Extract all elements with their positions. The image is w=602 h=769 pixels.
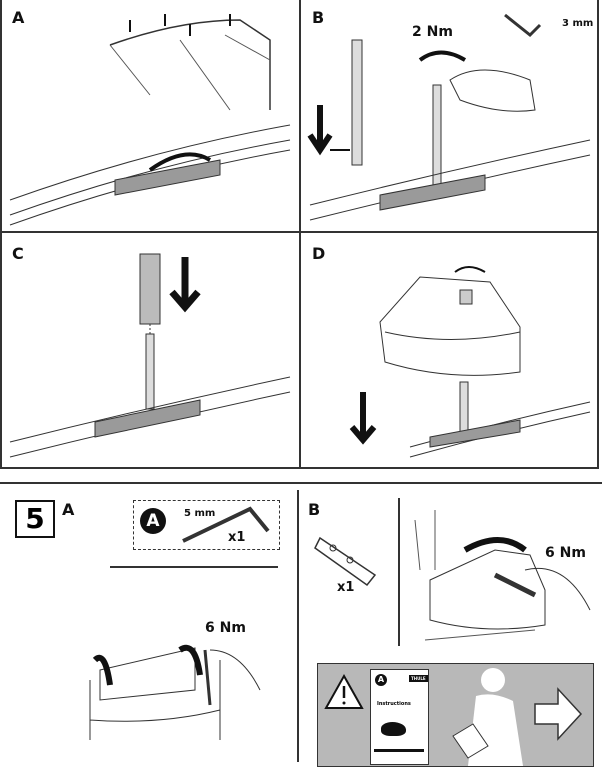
tool-box	[133, 500, 280, 550]
panel-c-illustration	[9, 253, 291, 458]
person-reading-icon	[452, 668, 523, 766]
step-number: 5	[15, 500, 55, 538]
tool-badge: A	[140, 508, 166, 534]
frame-left	[0, 0, 2, 468]
next-arrow-icon	[534, 687, 583, 741]
booklet-footer-bar	[374, 749, 424, 752]
booklet-image	[381, 722, 406, 736]
rotate-icon	[454, 266, 486, 273]
panel-a-label: A	[12, 8, 25, 27]
step5-a-illustration	[89, 644, 261, 740]
read-instructions-notice: A THULE Instructions	[317, 663, 594, 767]
frame-divider-v	[299, 0, 301, 468]
wrench-tool-icon	[314, 536, 377, 587]
step5-b-label: B	[308, 500, 321, 519]
tool-quantity: x1	[228, 530, 246, 545]
torque-label: 2 Nm	[412, 24, 453, 40]
warning-icon	[324, 673, 364, 709]
foot-unit	[379, 276, 521, 376]
panel-b-label: B	[312, 8, 325, 27]
brand-logo: THULE	[409, 675, 428, 682]
hex-key-icon	[504, 13, 542, 38]
spacer-tube	[139, 253, 161, 325]
step5-divider	[297, 490, 299, 762]
panel-c-label: C	[12, 244, 24, 263]
panel-b-illustration	[307, 13, 591, 221]
step5-top-rule	[0, 482, 602, 484]
step5-a-torque: 6 Nm	[205, 620, 246, 636]
booklet-badge: A	[375, 674, 387, 686]
instruction-booklet: A THULE Instructions	[370, 669, 429, 765]
tool-size: 5 mm	[184, 508, 216, 519]
step5-b-divider	[398, 498, 400, 646]
frame-bottom	[0, 467, 599, 469]
threaded-bolt	[351, 39, 363, 166]
rotate-icon	[418, 50, 467, 62]
step5-a-label: A	[62, 500, 75, 519]
hex-key-5mm-icon	[182, 506, 270, 543]
step5-b-illustration	[414, 510, 591, 641]
panel-d-label: D	[312, 244, 326, 263]
frame-right	[597, 0, 599, 468]
down-arrow-icon	[307, 105, 333, 156]
divider	[110, 566, 278, 568]
down-arrow-icon	[349, 392, 377, 445]
tool-size-label: 3 mm	[562, 18, 594, 29]
wrench-quantity: x1	[337, 580, 355, 595]
panel-a-illustration	[9, 14, 291, 226]
down-arrow-icon	[169, 257, 201, 313]
step5-b-torque: 6 Nm	[545, 545, 586, 561]
panel-d-illustration	[349, 266, 591, 458]
booklet-title: Instructions	[377, 701, 411, 707]
